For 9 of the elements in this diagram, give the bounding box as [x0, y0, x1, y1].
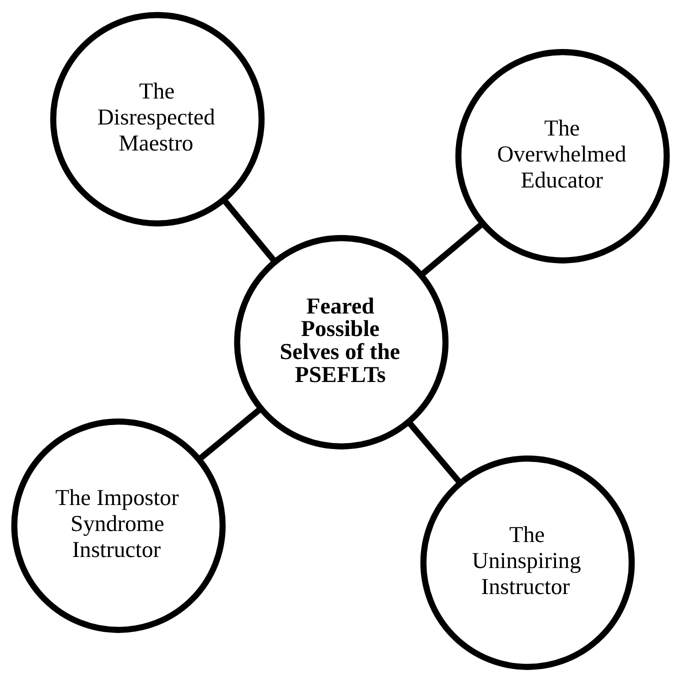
- node-circle: The Disrespected Maestro: [50, 12, 265, 226]
- connector: [198, 406, 263, 462]
- node-circle: The Uninspiring Instructor: [420, 456, 635, 670]
- node-circle: Feared Possible Selves of the PSEFLTs: [234, 235, 449, 450]
- connector: [419, 220, 485, 278]
- connector: [406, 420, 462, 484]
- node-circle: The Impostor Syndrome Instructor: [11, 418, 226, 633]
- connector: [221, 198, 278, 264]
- node-circle: The Overwhelmed Educator: [455, 49, 670, 264]
